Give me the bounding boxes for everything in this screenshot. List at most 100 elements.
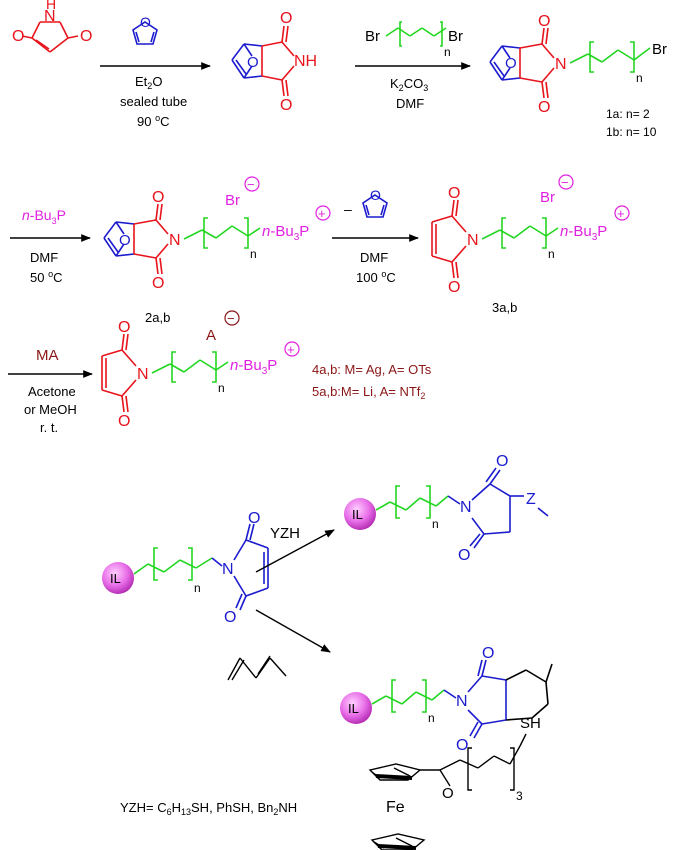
atom-n: N	[169, 232, 181, 249]
atom-o: O	[280, 10, 292, 27]
svg-text:IL: IL	[110, 571, 121, 586]
compound-label-2ab: 2a,b	[145, 310, 170, 325]
phosphonium-imide-2	[103, 203, 261, 275]
subscript-n: n	[194, 581, 201, 595]
atom-n: N	[44, 8, 56, 25]
phosphonium-label: n-Bu3P	[262, 223, 309, 243]
condition-label: r. t.	[40, 420, 58, 435]
atom-n: N	[460, 499, 472, 516]
subscript-n: n	[432, 517, 439, 531]
positive-charge: +	[284, 341, 300, 357]
svg-text:IL: IL	[348, 701, 359, 716]
atom-z: Z	[526, 491, 536, 508]
solvent-label: or MeOH	[24, 402, 77, 417]
phosphonium-maleimide-4-5	[101, 333, 229, 413]
reagent-label-ma: MA	[36, 347, 59, 364]
atom-o: O	[118, 413, 130, 430]
subscript-n: n	[636, 71, 643, 85]
compound-label-4ab: 4a,b: M= Ag, A= OTs	[312, 362, 432, 377]
atom-o: O	[456, 737, 468, 754]
atom-br: Br	[365, 28, 380, 45]
atom-o: O	[538, 99, 550, 116]
atom-o: O	[119, 232, 131, 249]
phosphonium-maleimide-3	[431, 199, 559, 279]
subscript-n: n	[428, 711, 435, 725]
temperature-label: 50 oC	[30, 269, 62, 285]
atom-o: O	[152, 189, 164, 206]
compound-label-5ab: 5a,b:M= Li, A= NTf2	[312, 384, 425, 401]
reagent-label: n-Bu3P	[22, 207, 66, 226]
atom-o: O	[496, 453, 508, 470]
minus-sign: –	[344, 201, 352, 217]
atom-n: N	[456, 693, 468, 710]
solvent-label: Acetone	[28, 384, 76, 399]
reagent-label-yzh: YZH	[270, 525, 300, 542]
atom-o: O	[248, 510, 260, 527]
subscript-n: n	[218, 381, 225, 395]
maleimide-molecule	[21, 21, 79, 53]
n-bromoalkyl-imide	[489, 27, 651, 99]
michael-adduct	[375, 467, 549, 549]
il-ball: IL	[340, 692, 372, 724]
atom-n: N	[222, 561, 234, 578]
condition-label: sealed tube	[120, 94, 187, 109]
dibromoalkane-reagent	[385, 21, 447, 47]
phosphonium-label: n-Bu3P	[560, 223, 607, 243]
svg-text:−: −	[247, 177, 255, 192]
reaction-arrow-up	[255, 529, 335, 573]
atom-o: O	[482, 645, 494, 662]
reagent-label: K2CO3	[390, 76, 428, 93]
subscript-n: n	[444, 45, 451, 59]
atom-o: O	[118, 319, 130, 336]
subscript-n: n	[548, 247, 555, 261]
svg-text:IL: IL	[352, 507, 363, 522]
atom-o: O	[505, 55, 517, 72]
atom-o: O	[247, 54, 259, 71]
compound-label-1b: 1b: n= 10	[606, 125, 657, 139]
il-maleimide	[133, 523, 269, 611]
oxanorbornene-imide	[231, 25, 295, 97]
svg-text:+: +	[318, 206, 326, 221]
temperature-label: 90 oC	[137, 113, 169, 129]
negative-charge: −	[224, 310, 240, 326]
compound-label-1a: 1a: n= 2	[606, 107, 650, 121]
atom-o: O	[12, 28, 24, 45]
svg-text:+: +	[617, 206, 625, 221]
solvent-label: DMF	[30, 250, 58, 265]
atom-o: O	[448, 279, 460, 296]
compound-label-3ab: 3a,b	[492, 300, 517, 315]
solvent-label: DMF	[396, 96, 424, 111]
atom-o: O	[280, 97, 292, 114]
subscript-3: 3	[516, 789, 523, 803]
positive-charge: +	[614, 205, 630, 221]
reagent-label: Et2O	[135, 74, 162, 91]
atom-o: O	[448, 185, 460, 202]
atom-o: O	[224, 609, 236, 626]
il-ball: IL	[102, 562, 134, 594]
phosphonium-label: n-Bu3P	[230, 357, 277, 377]
atom-o: O	[458, 547, 470, 564]
atom-o: O	[538, 13, 550, 30]
positive-charge: +	[315, 205, 331, 221]
counterion-a: A	[206, 327, 216, 344]
atom-br: Br	[448, 28, 463, 45]
atom-fe: Fe	[386, 799, 405, 816]
furan-byproduct	[362, 194, 388, 218]
atom-n: N	[555, 56, 567, 73]
svg-text:−: −	[561, 175, 569, 190]
atom-br: Br	[652, 41, 667, 58]
atom-o: O	[370, 187, 381, 203]
solvent-label: DMF	[360, 250, 388, 265]
temperature-label: 100 oC	[356, 269, 396, 285]
atom-nh: NH	[294, 53, 317, 70]
furan-reagent	[132, 21, 158, 45]
atom-h: H	[46, 0, 56, 12]
atom-o: O	[80, 28, 92, 45]
reaction-arrow-down	[255, 609, 331, 653]
ferrocene-thiol	[368, 733, 527, 850]
atom-n: N	[137, 366, 149, 383]
atom-n: N	[467, 232, 479, 249]
atom-o: O	[152, 275, 164, 292]
counterion-br: Br	[225, 192, 240, 209]
